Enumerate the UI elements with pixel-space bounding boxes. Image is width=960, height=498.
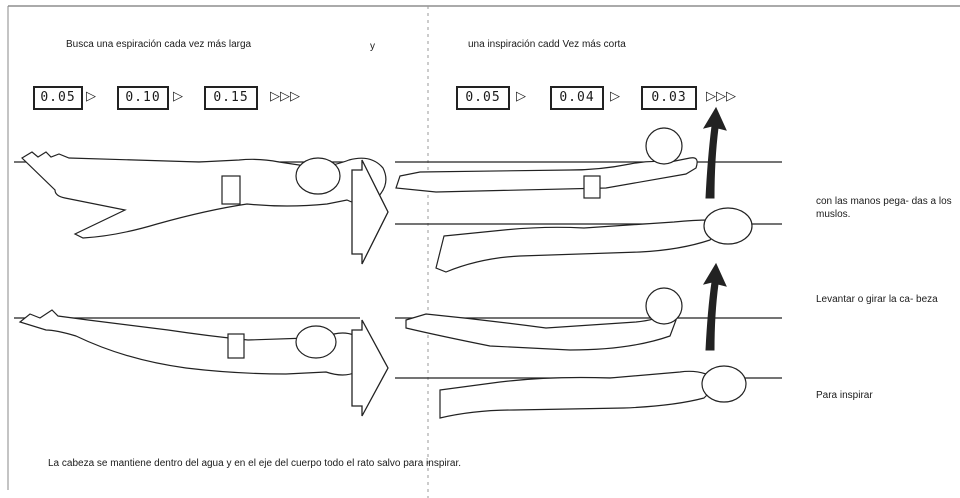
- side-note-lift-head: Levantar o girar la ca- beza: [816, 293, 960, 306]
- header-left-text: Busca una espiración cada vez más larga: [66, 39, 251, 50]
- timer-left-2: 0.10: [117, 86, 169, 110]
- timer-right-2: 0.04: [550, 86, 604, 110]
- timer-more-arrows: ▷▷▷: [270, 86, 300, 106]
- swimmer-left-top: [22, 152, 386, 238]
- footer-caption: La cabeza se mantiene dentro del agua y …: [48, 458, 461, 469]
- header-connector: y: [370, 41, 375, 52]
- timer-arrow: ▷: [173, 86, 183, 106]
- header-right-text: una inspiración cadd Vez más corta: [468, 39, 626, 50]
- swimmer-right-middle: [436, 208, 752, 272]
- timer-left-3: 0.15: [204, 86, 258, 110]
- timer-more-arrows: ▷▷▷: [706, 86, 736, 106]
- swimmer-right-bottom: [440, 366, 746, 418]
- timer-left-1: 0.05: [33, 86, 83, 110]
- swimmer-right-top: [396, 128, 697, 198]
- timer-arrow: ▷: [516, 86, 526, 106]
- timer-right-3: 0.03: [641, 86, 697, 110]
- transition-arrows: [352, 160, 388, 416]
- side-note-inhale: Para inspirar: [816, 389, 960, 402]
- timer-arrow: ▷: [610, 86, 620, 106]
- swimmer-left-bottom: [20, 310, 366, 375]
- timer-arrow: ▷: [86, 86, 96, 106]
- swimmer-right-lower: [406, 288, 682, 350]
- side-note-hands: con las manos pega- das a los muslos.: [816, 195, 960, 221]
- timer-right-1: 0.05: [456, 86, 510, 110]
